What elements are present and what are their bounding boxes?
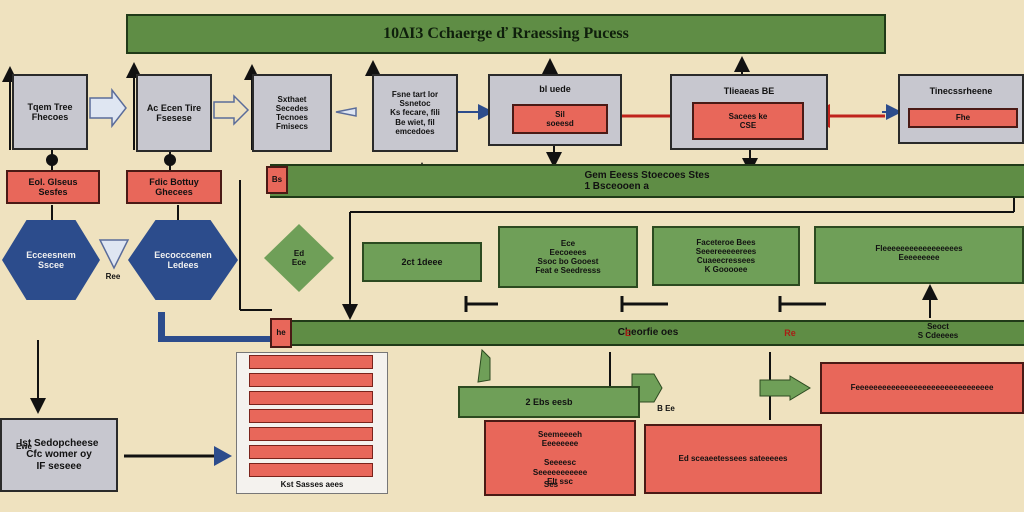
summary-box-label: Ist Sedopcheese Cfc womer oy IF seseee [19,437,99,472]
step-box-6-label: Tlieaeas BE [723,86,775,96]
document-stack-caption: Kst Sasses aees [237,477,387,493]
hex-small-tag: Ree [98,270,128,284]
step-box-5-inner-label: Sil soeesd [546,109,574,128]
step-box-6-inner: Sacees ke CSE [692,102,804,140]
red-box-left-1-label: Eol. Glseus Sesfes [28,176,78,197]
band-top-tag-label: Bs [271,175,283,185]
step-box-2[interactable]: Ac Ecen Tire Fsesese [136,74,212,152]
step-box-1[interactable]: Tqem Tree Fhecoes [12,74,88,150]
small-tag-3-label: Ses [543,480,559,489]
summary-box[interactable]: Ist Sedopcheese Cfc womer oy IF seseee [0,418,118,492]
band-top-tag: Bs [266,166,288,194]
red-box-bottom-2-label: Seeeesc Seeeeeeeeeee Elt ssc [532,458,588,486]
small-tag-2-label: Ewe [16,442,33,451]
small-tag-2: Ewe [14,436,44,451]
stack-row [249,427,373,441]
red-box-bottom-3[interactable]: Ed sceaeetessees sateeeees [644,424,822,494]
red-box-right[interactable]: Feeeeeeeeeeeeeeeeeeeeeeeeeeeeeee [820,362,1024,414]
hexagon-1-label: Ecceesnem Sscee [26,249,76,270]
green-arrow-left [477,348,491,383]
hollow-arrows [89,87,357,270]
step-box-7-inner-label: Fhe [955,113,971,123]
step-box-4-label: Fsne tart lor Ssnetoc Ks fecare, fili Be… [390,90,440,136]
green-flow-bar-label: 2 Ebs eesb [525,396,573,407]
green-box-1[interactable]: 2ct 1deee [362,242,482,282]
band-mid-mark-2: Re [778,326,802,340]
step-box-3[interactable]: Sxthaet Secedes Tecnoes Fmisecs [252,74,332,152]
green-box-2-label: Ece Eecoeees Ssoc bo Gooest Feat e Seedr… [535,238,601,276]
green-box-3-label: Faceteroe Bees Seeereeeeerees Cuaeecress… [695,237,757,275]
red-box-bottom-1-label: Seemeeeeh Eeeeeeee [537,430,583,449]
red-box-bottom-1[interactable]: Seemeeeeh Eeeeeeee Seeeesc Seeeeeeeeeee … [484,420,636,496]
diagram-title-bar: 10ΔΙ3 Cchaerge ď Rraessing Pucess [126,14,886,54]
band-mid-tag-label: he [276,328,286,338]
green-box-3[interactable]: Faceteroe Bees Seeereeeeerees Cuaeecress… [652,226,800,286]
process-band-mid: Cheorfie oes [272,320,1024,346]
red-box-left-2[interactable]: Fdic Bottuy Ghecees [126,170,222,204]
process-band-top: Gem Eeess Stoecoes Stes 1 Bsceooen a [270,164,1024,198]
stack-row [249,355,373,369]
process-band-mid-label: Cheorfie oes [617,327,679,339]
step-box-3-label: Sxthaet Secedes Tecnoes Fmisecs [275,94,309,132]
step-box-5-inner: Sil soeesd [512,104,608,134]
navy-connector [158,312,272,342]
step-box-5-label: bl uede [539,84,571,94]
stack-row [249,463,373,477]
diagram-title: 10ΔΙ3 Cchaerge ď Rraessing Pucess [383,25,629,42]
band-mid-right-text: Seoct S Cdeeees [898,318,978,344]
green-box-1-label: 2ct 1deee [401,256,443,267]
stack-row [249,391,373,405]
document-stack-caption-label: Kst Sasses aees [280,480,344,490]
band-mid-tag: he [270,318,292,348]
green-box-4[interactable]: Fleeeeeeeeeeeeeeeees Eeeeeeeee [814,226,1024,284]
band-mid-mark-1: E [618,326,638,340]
decision-diamond-label: Ed Ece [291,248,307,267]
green-arrow-right [759,375,811,401]
band-mid-right-label: Seoct S Cdeeees [917,321,959,340]
hexagon-2-label: Eecocccenen Ledees [154,249,212,270]
green-box-4-label: Fleeeeeeeeeeeeeeeees Eeeeeeeee [875,244,963,263]
band-mid-mark-1-label: E [624,327,631,338]
red-box-left-2-label: Fdic Bottuy Ghecees [149,176,199,197]
red-box-right-label: Feeeeeeeeeeeeeeeeeeeeeeeeeeeeeee [850,383,994,393]
green-flow-tag: B Ee [646,402,686,416]
stack-row [249,409,373,423]
stack-row [249,373,373,387]
step-box-7-label: Tinecssrheene [929,86,993,96]
hex-small-tag-label: Ree [105,272,121,282]
document-stack[interactable]: Kst Sasses aees [236,352,388,494]
red-box-left-1[interactable]: Eol. Glseus Sesfes [6,170,100,204]
stack-row [249,445,373,459]
green-flow-bar[interactable]: 2 Ebs eesb [458,386,640,418]
step-box-1-label: Tqem Tree Fhecoes [27,101,73,122]
small-tag-3: Ses [526,478,576,490]
red-box-bottom-3-label: Ed sceaeetessees sateeeees [678,454,788,464]
step-box-7-inner: Fhe [908,108,1018,128]
green-box-2[interactable]: Ece Eecoeees Ssoc bo Gooest Feat e Seedr… [498,226,638,288]
green-flow-tag-label: B Ee [657,404,675,414]
band-mid-mark-2-label: Re [784,327,796,338]
step-box-4[interactable]: Fsne tart lor Ssnetoc Ks fecare, fili Be… [372,74,458,152]
step-box-2-label: Ac Ecen Tire Fsesese [146,102,202,123]
step-box-6-inner-label: Sacees ke CSE [728,111,768,130]
process-band-top-label: Gem Eeess Stoecoes Stes 1 Bsceooen a [584,169,710,193]
